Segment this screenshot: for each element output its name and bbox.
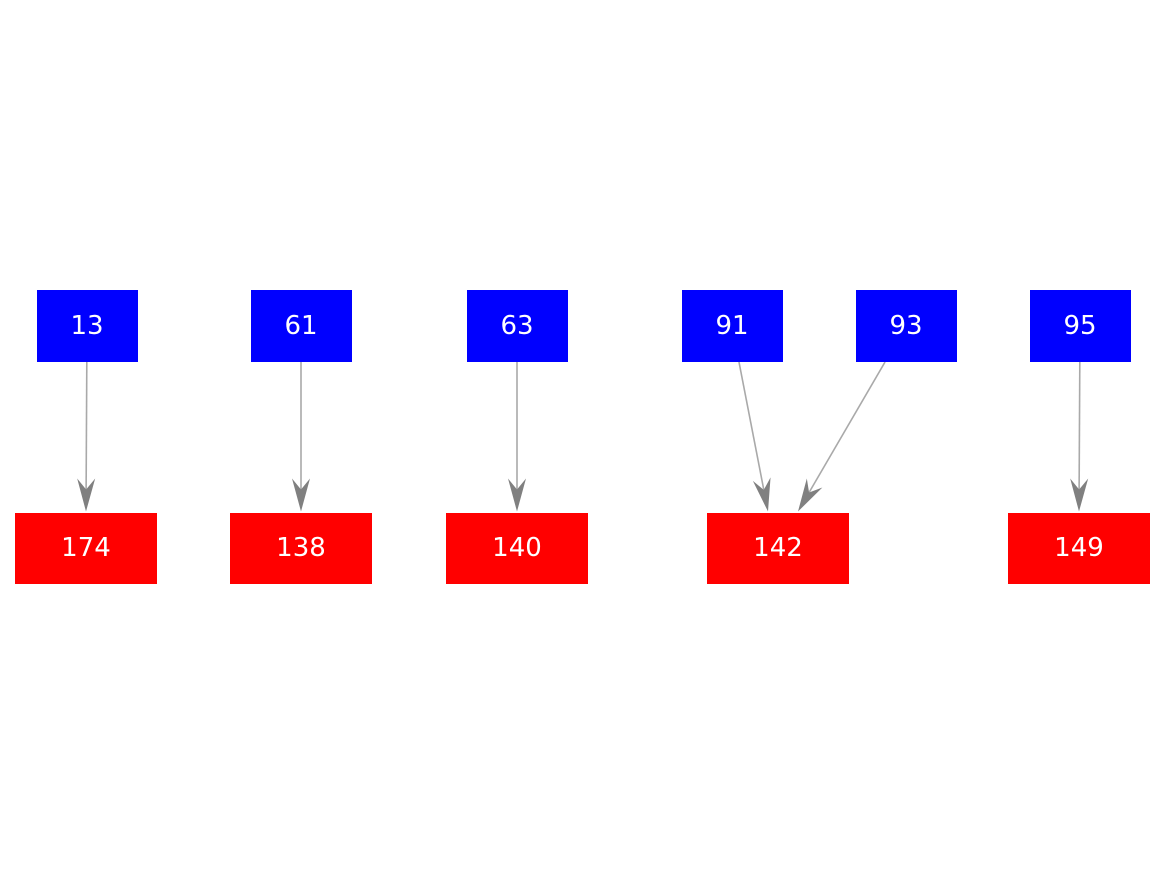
- graph-node-93: 93: [855, 290, 957, 362]
- arrowhead-13-174: [77, 478, 96, 512]
- graph-node-142: 142: [707, 512, 849, 584]
- edge-shaft-93-142: [808, 361, 886, 493]
- graph-node-174: 174: [15, 512, 157, 584]
- edge-shaft-13-174: [85, 361, 88, 490]
- graph-node-91: 91: [681, 290, 783, 362]
- graph-node-138: 138: [230, 512, 372, 584]
- graph-node-61: 61: [250, 290, 352, 362]
- arrowhead-93-142: [798, 478, 823, 512]
- graph-node-95: 95: [1029, 290, 1131, 362]
- graph-node-63: 63: [466, 290, 568, 362]
- edge-shaft-91-142: [738, 361, 765, 491]
- edge-shaft-95-149: [1078, 361, 1081, 490]
- arrowhead-91-142: [752, 477, 771, 512]
- arrowhead-95-149: [1070, 478, 1089, 512]
- arrowhead-61-138: [292, 478, 310, 512]
- graph-node-140: 140: [446, 512, 588, 584]
- arrowhead-63-140: [508, 478, 526, 512]
- graph-node-13: 13: [36, 290, 138, 362]
- graph-node-149: 149: [1008, 512, 1150, 584]
